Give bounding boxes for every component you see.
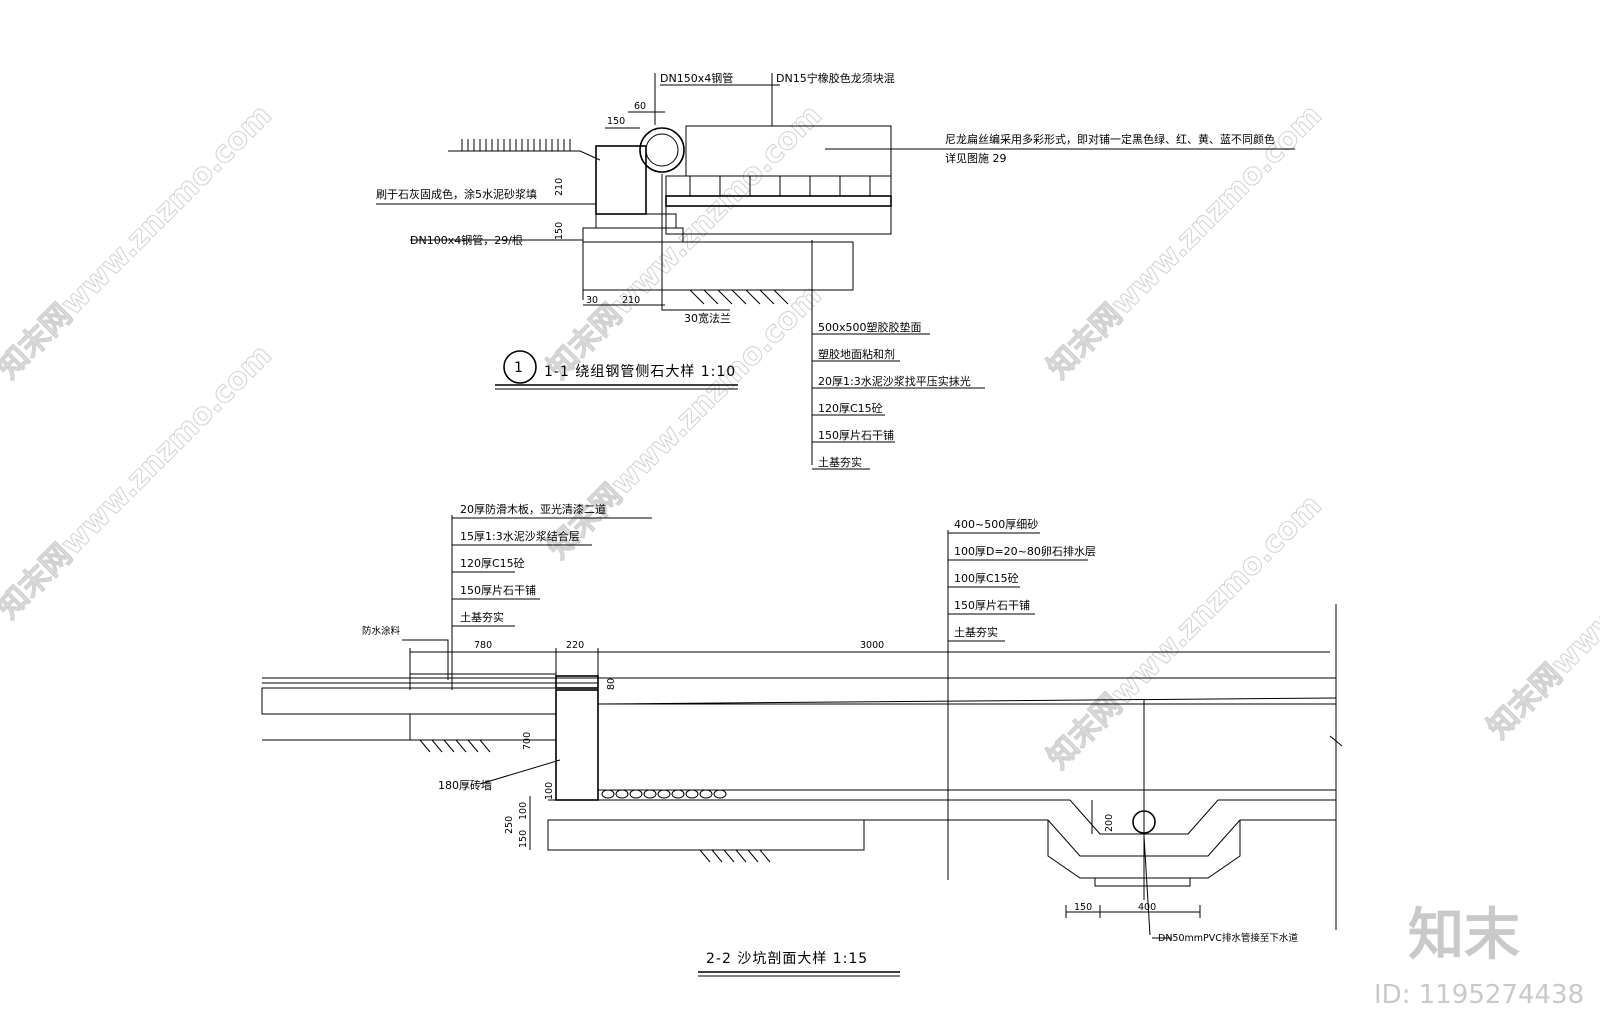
brick-course: [665, 175, 892, 197]
label-drain: DN50mmPVC排水管接至下水道: [1158, 932, 1298, 944]
dim: 200: [1104, 814, 1115, 832]
dim: 700: [522, 732, 533, 750]
layer-label: 土基夯实: [818, 455, 862, 469]
steel-pipe-inner: [645, 133, 679, 167]
layer-label: 20厚1:3水泥沙浆找平压实抹光: [818, 374, 971, 388]
fine-sand: [597, 703, 1337, 791]
dim: 150: [1074, 902, 1092, 913]
layer-label: 120厚C15砼: [818, 402, 883, 415]
layer-label: 土基夯实: [460, 610, 504, 624]
soil-hatch: [689, 289, 789, 305]
layer-label: 500x500塑胶胶垫面: [818, 320, 922, 334]
dim: 210: [554, 178, 565, 196]
dim: 210: [622, 295, 640, 306]
dim: 220: [566, 640, 584, 651]
dim: 250: [504, 816, 515, 834]
layer-label: 150厚片石干铺: [954, 599, 1030, 612]
dim: 60: [634, 101, 646, 112]
layer-label: 20厚防滑木板，亚光清漆二道: [460, 502, 606, 516]
steel-pipe: [639, 127, 685, 173]
trench-gravel: [1094, 877, 1191, 887]
pebble-layer: [601, 789, 727, 799]
leader: [479, 759, 561, 785]
break-line: [1329, 604, 1343, 930]
detail-number: 1: [514, 360, 524, 376]
label-steel-pipe: DN150x4钢管: [660, 71, 733, 85]
curb-base: [595, 213, 677, 229]
layer-label: 100厚C15砼: [954, 572, 1019, 585]
dim: 780: [474, 640, 492, 651]
watermark: 知末网www.znzmo.com: [1481, 458, 1600, 746]
layer-label: 150厚片石干铺: [460, 584, 536, 597]
label-rubber-turf: DN15宁橡胶色龙须块混: [776, 71, 895, 85]
grass-hatch: [461, 139, 571, 151]
dim-lines: [582, 111, 665, 306]
leader: [661, 174, 730, 311]
curb-stone: [595, 145, 647, 215]
label-flange: 30宽法兰: [684, 311, 731, 325]
dim: 150: [607, 116, 625, 127]
label-turf-ref: 详见图施 29: [945, 151, 1007, 165]
layer-label: 100厚D=20~80卵石排水层: [954, 544, 1096, 558]
brand-logo: 知末: [1408, 903, 1520, 968]
deck-surface: [262, 677, 598, 684]
brick-joints: [689, 176, 871, 196]
watermarks: 知末网www.znzmo.com 知末网www.znzmo.com 知末网www…: [0, 97, 1600, 776]
detail-2-title: 2-2 沙坑剖面大样 1:15: [706, 951, 868, 967]
detail-number-circle: [503, 350, 537, 384]
leader: [402, 639, 449, 680]
dim-line: [409, 648, 1330, 690]
centerline: [1143, 700, 1151, 936]
layer-label: 120厚C15砼: [460, 557, 525, 570]
sand-surface: [597, 697, 1337, 705]
layer-underlines: [948, 532, 1088, 642]
layer-label: 400~500厚细砂: [954, 518, 1038, 531]
label-pipe-side: DN100x4钢管，29/根: [410, 233, 523, 247]
base-top: [548, 799, 1336, 835]
wall-cap: [555, 675, 599, 689]
ground-line: [448, 150, 601, 161]
layer-label: 塑胶地面粘和剂: [818, 347, 895, 361]
dim: 100: [518, 802, 529, 820]
dim: 150: [518, 830, 529, 848]
watermark: 知末网www.znzmo.com: [0, 98, 279, 386]
layer-label: 土基夯实: [954, 625, 998, 639]
detail-1: DN150x4钢管 DN15宁橡胶色龙须块混 尼龙扁丝编采用多彩形式，即对铺一定…: [376, 71, 1295, 470]
dim: 3000: [860, 640, 884, 651]
base-rubble: [547, 819, 865, 851]
dim: 400: [1138, 902, 1156, 913]
brand-id: ID: 1195274438: [1374, 980, 1584, 1010]
deck-concrete: [261, 687, 557, 715]
layer-underlines: [452, 517, 652, 627]
label-waterproof: 防水涂料: [362, 625, 401, 637]
dim: 150: [554, 222, 565, 240]
watermark: 知末网www.znzmo.com: [0, 338, 279, 626]
detail-1-title: 1-1 绕组钢管侧石大样 1:10: [544, 364, 736, 380]
dim: 30: [586, 295, 598, 306]
deck-rubble: [409, 713, 557, 741]
layer-label: 150厚片石干铺: [818, 429, 894, 442]
pipe-100-band: [582, 227, 684, 243]
label-joint: 刷于石灰固成色，涂5水泥砂浆填: [376, 187, 537, 201]
detail-2: 20厚防滑木板，亚光清漆二道 15厚1:3水泥沙浆结合层 120厚C15砼 15…: [261, 502, 1343, 977]
dim: 80: [606, 678, 617, 690]
watermark: 知末网www.znzmo.com: [1041, 488, 1329, 776]
concrete-layer: [665, 205, 892, 235]
dim-lines: [529, 796, 1201, 918]
label-turf-desc: 尼龙扁丝编采用多彩形式，即对铺一定黑色绿、红、黄、蓝不同颜色: [945, 132, 1275, 146]
soil-hatch: [699, 849, 771, 863]
dim: 100: [544, 782, 555, 800]
label-wall: 180厚砖墙: [438, 778, 492, 792]
layer-underlines: [812, 333, 985, 470]
base-bottom: [548, 819, 1336, 857]
layer-label: 15厚1:3水泥沙浆结合层: [460, 529, 580, 543]
brick-wall: [555, 689, 599, 801]
soil-hatch: [419, 739, 491, 753]
